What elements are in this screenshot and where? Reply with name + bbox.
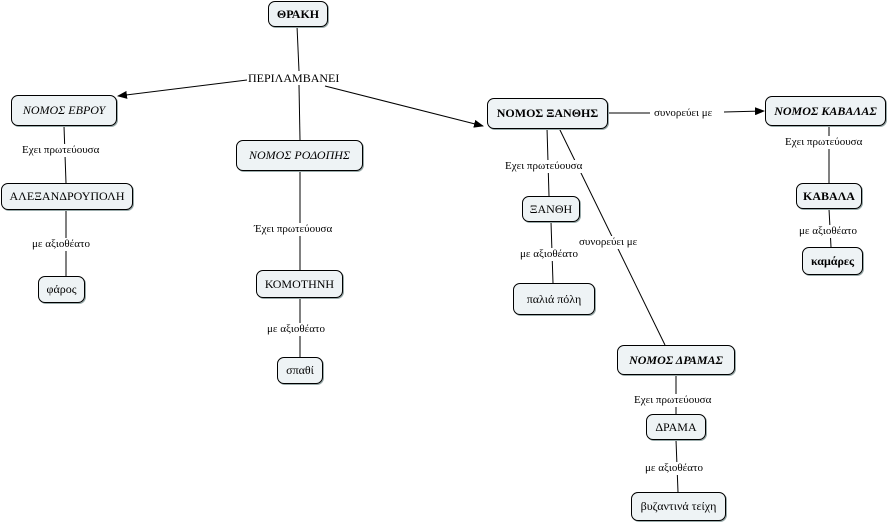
node-vyzantina-teixi[interactable]: βυζαντινά τείχη [631, 492, 726, 521]
node-spathi[interactable]: σπαθί [277, 357, 323, 384]
node-nomos-rodopis[interactable]: ΝΟΜΟΣ ΡΟΔΟΠΗΣ [236, 140, 363, 171]
label-borders-kavala: συνορεύει με [653, 107, 714, 120]
label-borders-drama: συνορεύει με [578, 236, 639, 249]
label-perilamvanei: ΠΕΡΙΛΑΜΒΑΝΕΙ [247, 71, 341, 85]
label-drama-sight: με αξιοθέατο [644, 462, 704, 475]
label-evros-capital: Εχει πρωτεύουσα [21, 144, 101, 157]
node-alexandroupoli[interactable]: ΑΛΕΞΑΝΔΡΟΥΠΟΛΗ [1, 183, 133, 210]
node-kamares[interactable]: καμάρες [802, 247, 863, 275]
node-komotini[interactable]: ΚΟΜΟΤΗΝΗ [256, 270, 343, 298]
node-nomos-xanthis[interactable]: ΝΟΜΟΣ ΞΑΝΘΗΣ [487, 98, 608, 129]
node-nomos-dramas[interactable]: ΝΟΜΟΣ ΔΡΑΜΑΣ [617, 345, 735, 375]
edge-to-rodopi [298, 84, 301, 141]
label-evros-sight: με αξιοθέατο [31, 238, 91, 251]
label-rodopi-sight: με αξιοθέατο [266, 323, 326, 336]
node-nomos-evrou[interactable]: ΝΟΜΟΣ ΕΒΡΟΥ [11, 95, 117, 126]
node-palia-poli[interactable]: παλιά πόλη [513, 283, 595, 315]
node-xanthi-city[interactable]: ΞΑΝΘΗ [522, 196, 580, 222]
label-rodopi-capital: Έχει πρωτεύουσα [253, 223, 334, 236]
node-kavala-city[interactable]: ΚΑΒΑΛΑ [796, 183, 862, 209]
label-xanthi-sight: με αξιοθέατο [519, 248, 579, 261]
label-kavala-capital: Εχει πρωτεύουσα [784, 136, 864, 149]
node-drama[interactable]: ΔΡΑΜΑ [646, 414, 706, 440]
label-kavala-sight: με αξιοθέατο [798, 225, 858, 238]
edge-xanthi-kavala-b [723, 107, 765, 116]
label-xanthi-capital: Εχει πρωτεύουσα [504, 160, 584, 173]
node-nomos-kavalas[interactable]: ΝΟΜΟΣ ΚΑΒΑΛΑΣ [765, 96, 886, 126]
edge-thraki-label [296, 25, 300, 72]
edge-to-evros [117, 79, 248, 99]
node-thraki[interactable]: ΘΡΑΚΗ [268, 1, 328, 27]
label-drama-capital: Εχει πρωτεύουσα [633, 394, 713, 407]
edge-to-xanthi [324, 85, 484, 128]
node-faros[interactable]: φάρος [38, 276, 85, 303]
